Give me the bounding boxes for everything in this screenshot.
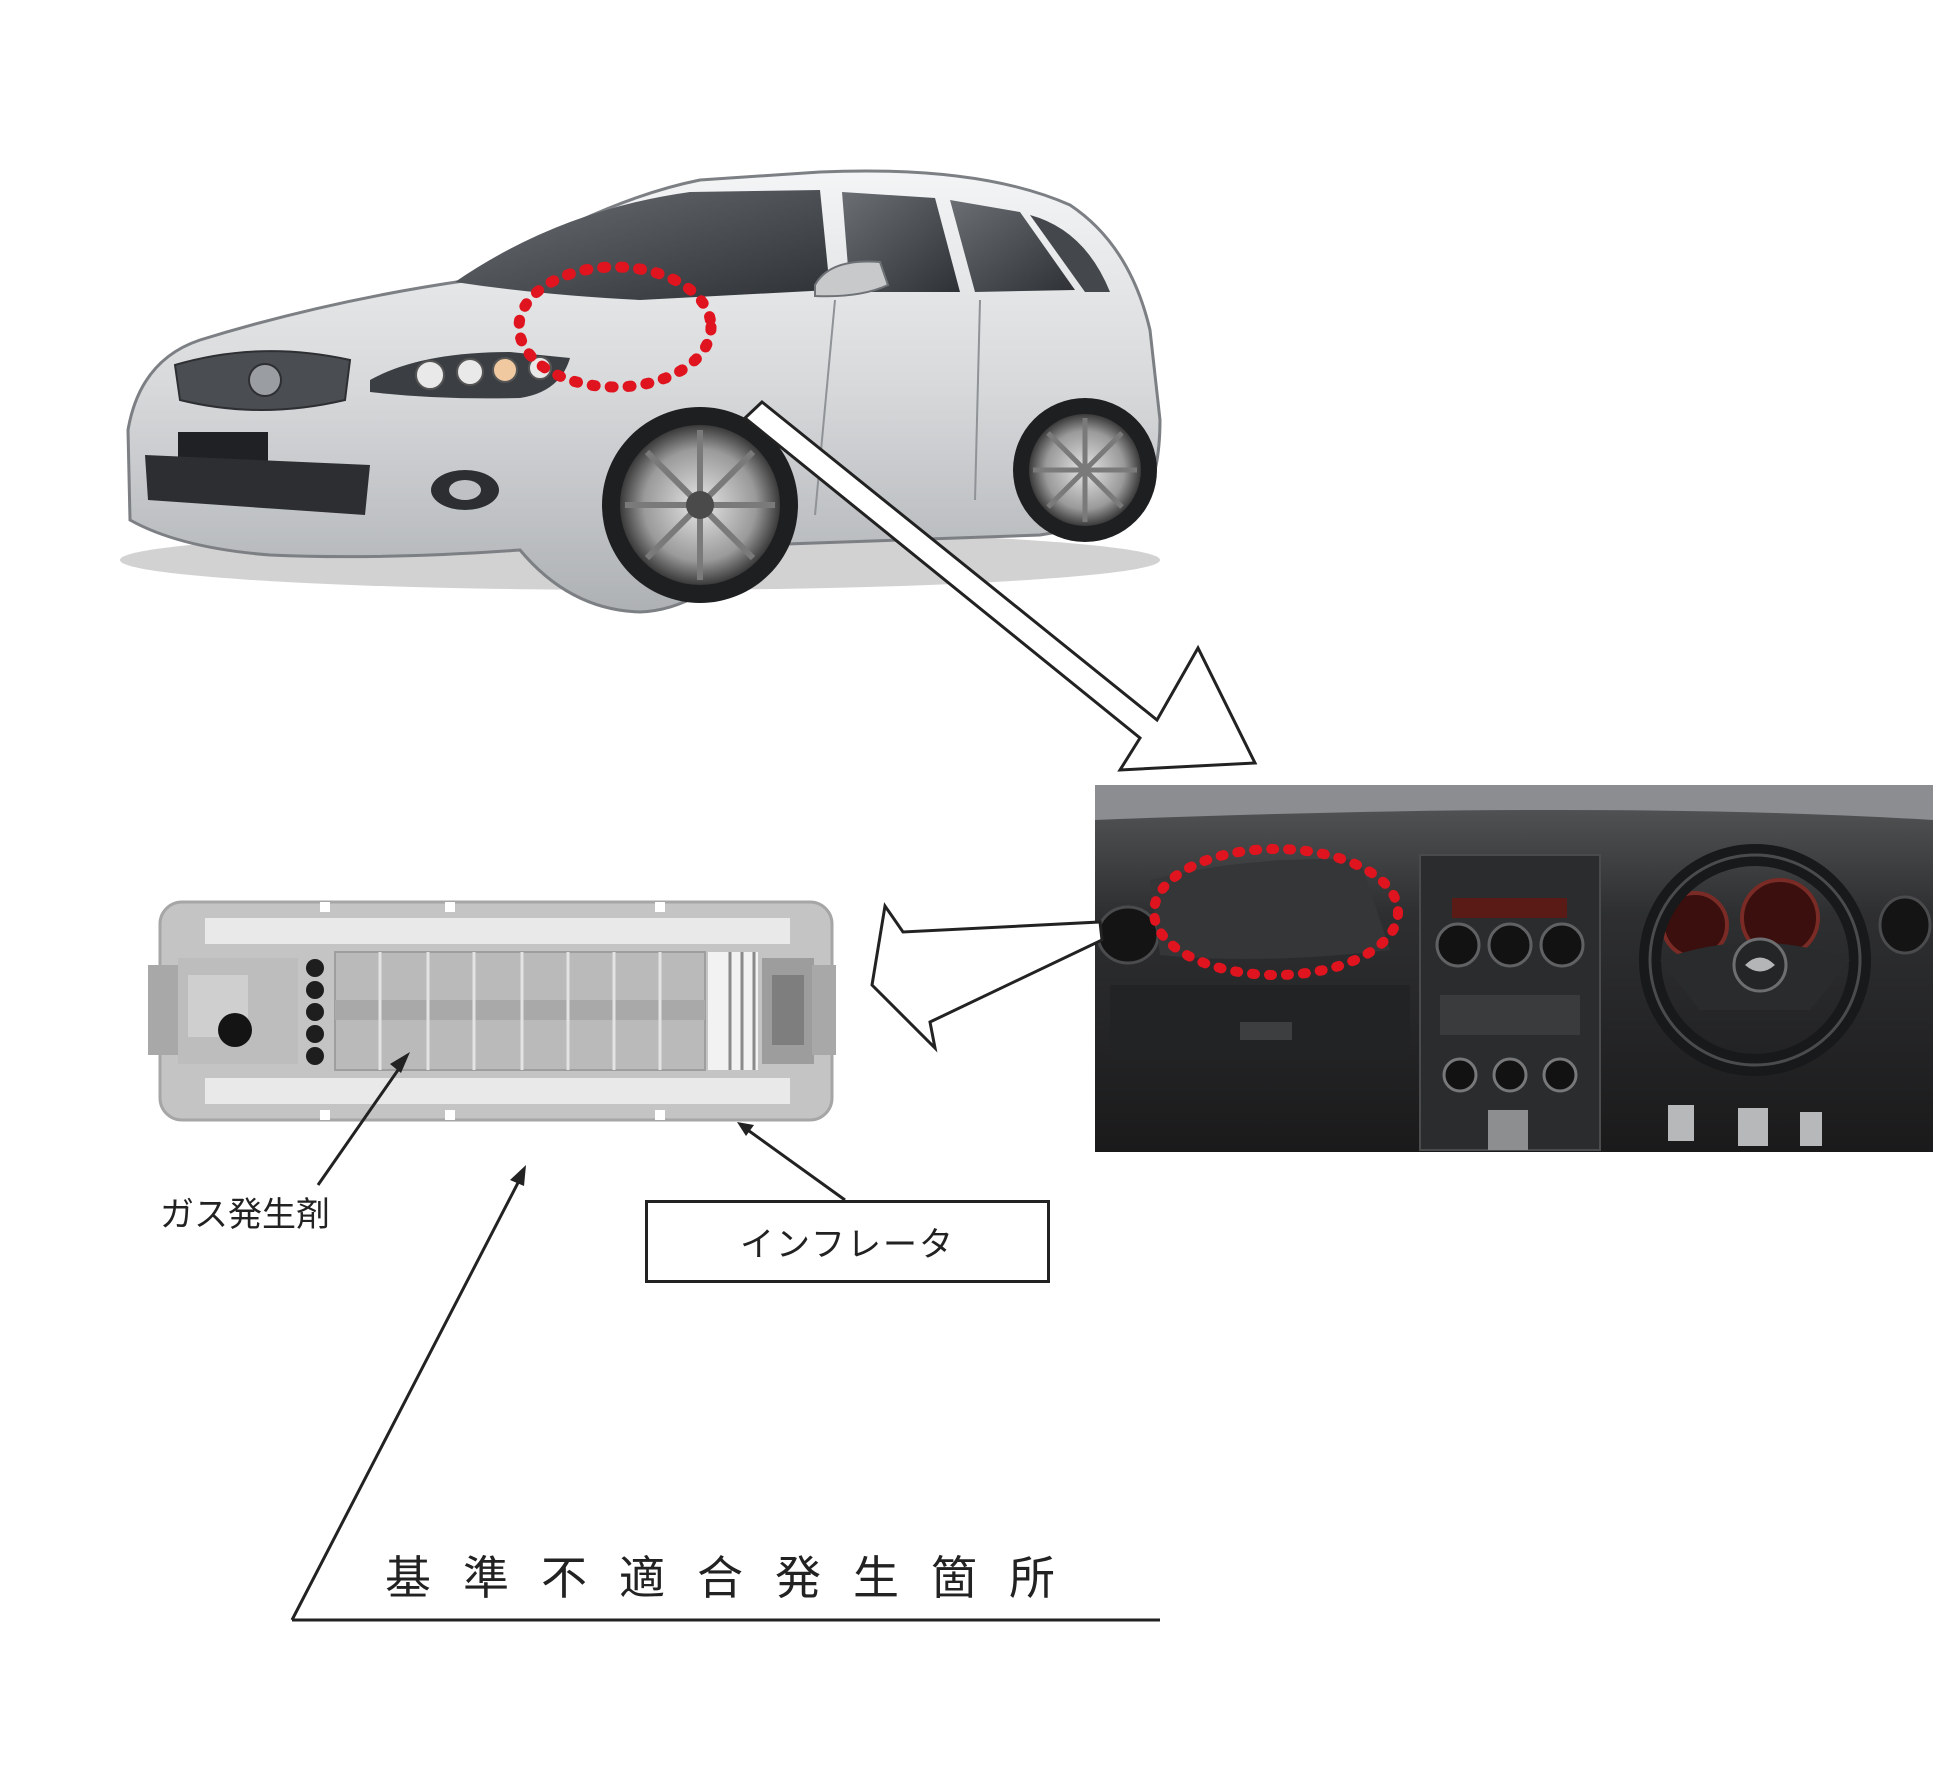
inflator-label-box: インフレータ	[645, 1200, 1050, 1283]
leader-gas-generant	[316, 1052, 410, 1186]
leader-inflator	[737, 1122, 846, 1202]
leader-defect-location	[290, 1165, 1160, 1622]
arrow-car-to-dashboard	[742, 400, 1258, 772]
dashboard-photo	[1095, 785, 1933, 1152]
inflator-cross-section	[148, 900, 836, 1122]
gas-generant-label: ガス発生剤	[160, 1195, 330, 1235]
defect-location-label: 基準不適合発生箇所	[385, 1551, 1087, 1605]
inflator-label: インフレータ	[740, 1225, 955, 1265]
car-illustration	[120, 169, 1162, 614]
arrow-dashboard-to-inflator	[870, 902, 1104, 1053]
